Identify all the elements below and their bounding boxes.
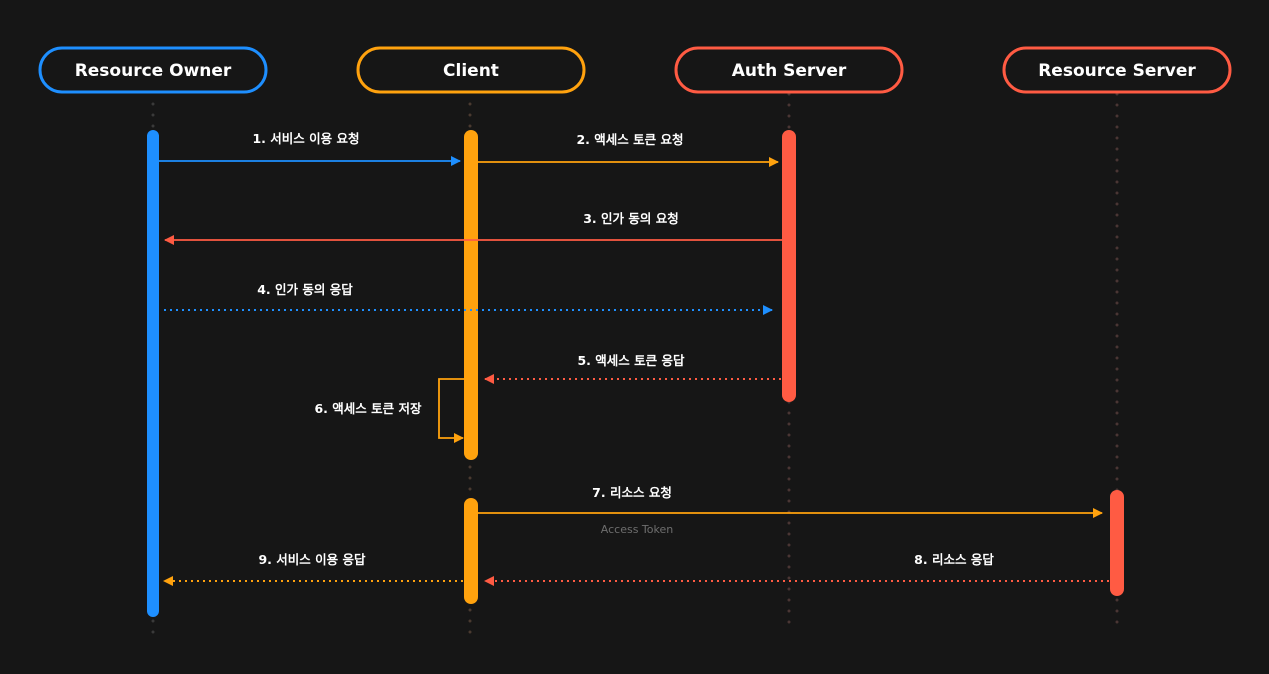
- actor-resource-owner: Resource Owner: [38, 46, 268, 94]
- label-m7: 7. 리소스 요청: [592, 485, 672, 500]
- label-m6: 6. 액세스 토큰 저장: [314, 401, 422, 416]
- label-m2: 2. 액세스 토큰 요청: [576, 132, 683, 147]
- activation-resource-server: [1110, 490, 1124, 596]
- actor-resource-owner-label: Resource Owner: [75, 61, 232, 81]
- label-m7-note: Access Token: [601, 523, 673, 536]
- activation-client-2: [464, 498, 478, 604]
- label-m8: 8. 리소스 응답: [914, 552, 994, 567]
- label-m3: 3. 인가 동의 요청: [583, 211, 679, 226]
- actor-resource-server-label: Resource Server: [1038, 61, 1196, 81]
- actor-client-label: Client: [443, 61, 499, 81]
- actor-resource-server: Resource Server: [1002, 46, 1232, 94]
- actor-auth-server: Auth Server: [674, 46, 904, 94]
- actor-auth-server-label: Auth Server: [732, 61, 847, 81]
- label-m4: 4. 인가 동의 응답: [257, 282, 353, 297]
- label-m5: 5. 액세스 토큰 응답: [577, 353, 685, 368]
- activation-resource-owner: [147, 130, 159, 617]
- activation-client-1: [464, 130, 478, 460]
- activation-auth-server: [782, 130, 796, 402]
- label-m1: 1. 서비스 이용 요청: [252, 131, 359, 146]
- actor-client: Client: [356, 46, 586, 94]
- label-m9: 9. 서비스 이용 응답: [258, 552, 366, 567]
- arrow-m6: [438, 378, 464, 443]
